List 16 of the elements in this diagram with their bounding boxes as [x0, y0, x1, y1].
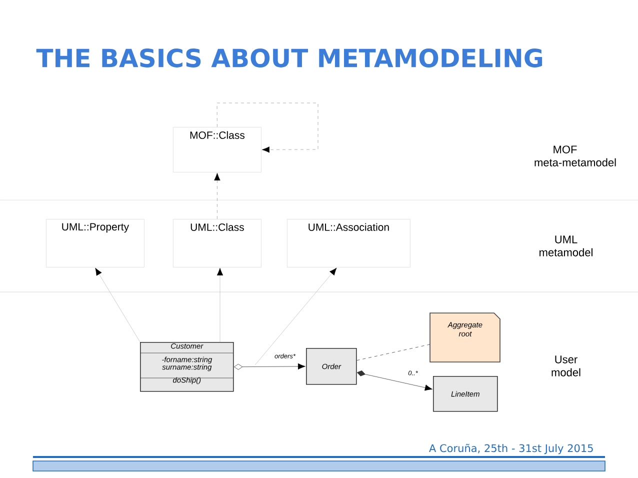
arrow	[254, 268, 337, 366]
arrow	[95, 268, 140, 342]
footer-text: A Coruña, 25th - 31st July 2015	[429, 444, 593, 454]
layer-label: UML metamodel	[540, 236, 592, 256]
arrow	[356, 370, 432, 391]
class-box: UML::Class	[173, 219, 262, 268]
title: THE BASICS ABOUT METAMODELING	[36, 48, 542, 68]
class-box: UML::Property	[46, 219, 144, 268]
arrow	[216, 268, 224, 342]
class-box: MOF::Class	[173, 126, 262, 172]
arrow	[214, 172, 220, 220]
class-box: UML::Association	[287, 219, 410, 268]
layer-label: User model	[552, 356, 580, 376]
arrow	[216, 102, 318, 153]
layer-label: MOF meta-metamodel	[534, 146, 616, 166]
arrow	[234, 363, 306, 370]
